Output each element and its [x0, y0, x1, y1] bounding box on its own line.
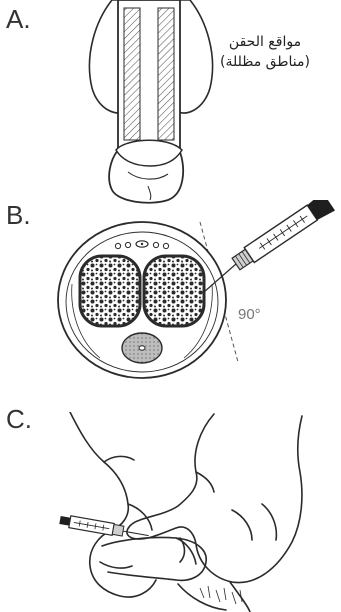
- corpus-cavernosum-right: [144, 256, 204, 326]
- penis-held: [102, 537, 206, 580]
- injection-technique-illustration: [0, 412, 341, 612]
- right-hand: [127, 414, 302, 583]
- left-hand: [70, 412, 156, 597]
- corpus-cavernosum-left: [80, 256, 140, 326]
- penis-cross-section-illustration: [0, 200, 341, 380]
- injection-zone-right: [158, 8, 174, 140]
- syringe-panel-b: [204, 200, 335, 292]
- syringe-panel-c: [59, 514, 150, 541]
- injection-zone-left: [124, 8, 140, 140]
- penis-dorsal-view-illustration: [0, 0, 341, 210]
